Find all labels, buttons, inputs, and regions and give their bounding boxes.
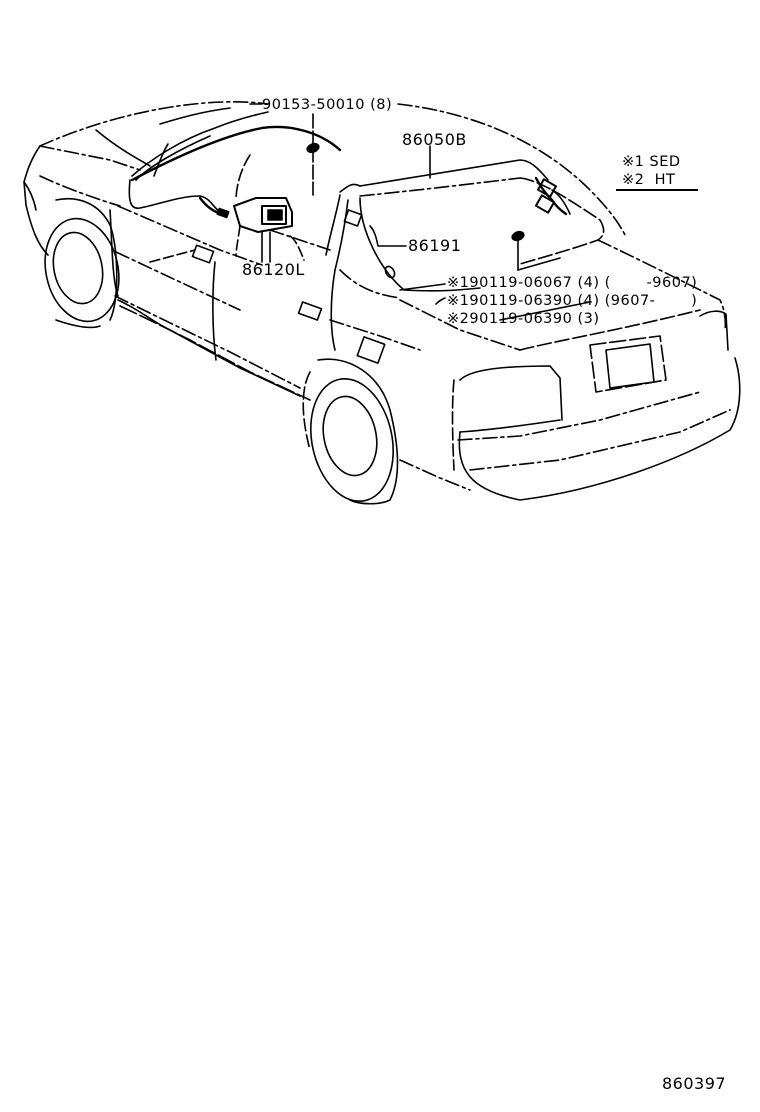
legend-ht: ※2 HT bbox=[622, 172, 676, 188]
callout-90153-50010: 90153-50010 (8) bbox=[262, 97, 393, 113]
legend-underline bbox=[616, 189, 698, 191]
callout-86120l: 86120L bbox=[242, 260, 305, 279]
figure-number: 860397 bbox=[662, 1074, 727, 1093]
callout-86191: 86191 bbox=[408, 236, 462, 255]
callout-90119-06067: ※190119-06067 (4) ( -9607) bbox=[447, 275, 698, 291]
callout-86050b: 86050B bbox=[402, 130, 467, 149]
callout-90119-06390-sed: ※190119-06390 (4) (9607- ) bbox=[447, 293, 698, 309]
legend-sed: ※1 SED bbox=[622, 154, 681, 170]
callout-90119-06390-ht: ※290119-06390 (3) bbox=[447, 311, 600, 327]
